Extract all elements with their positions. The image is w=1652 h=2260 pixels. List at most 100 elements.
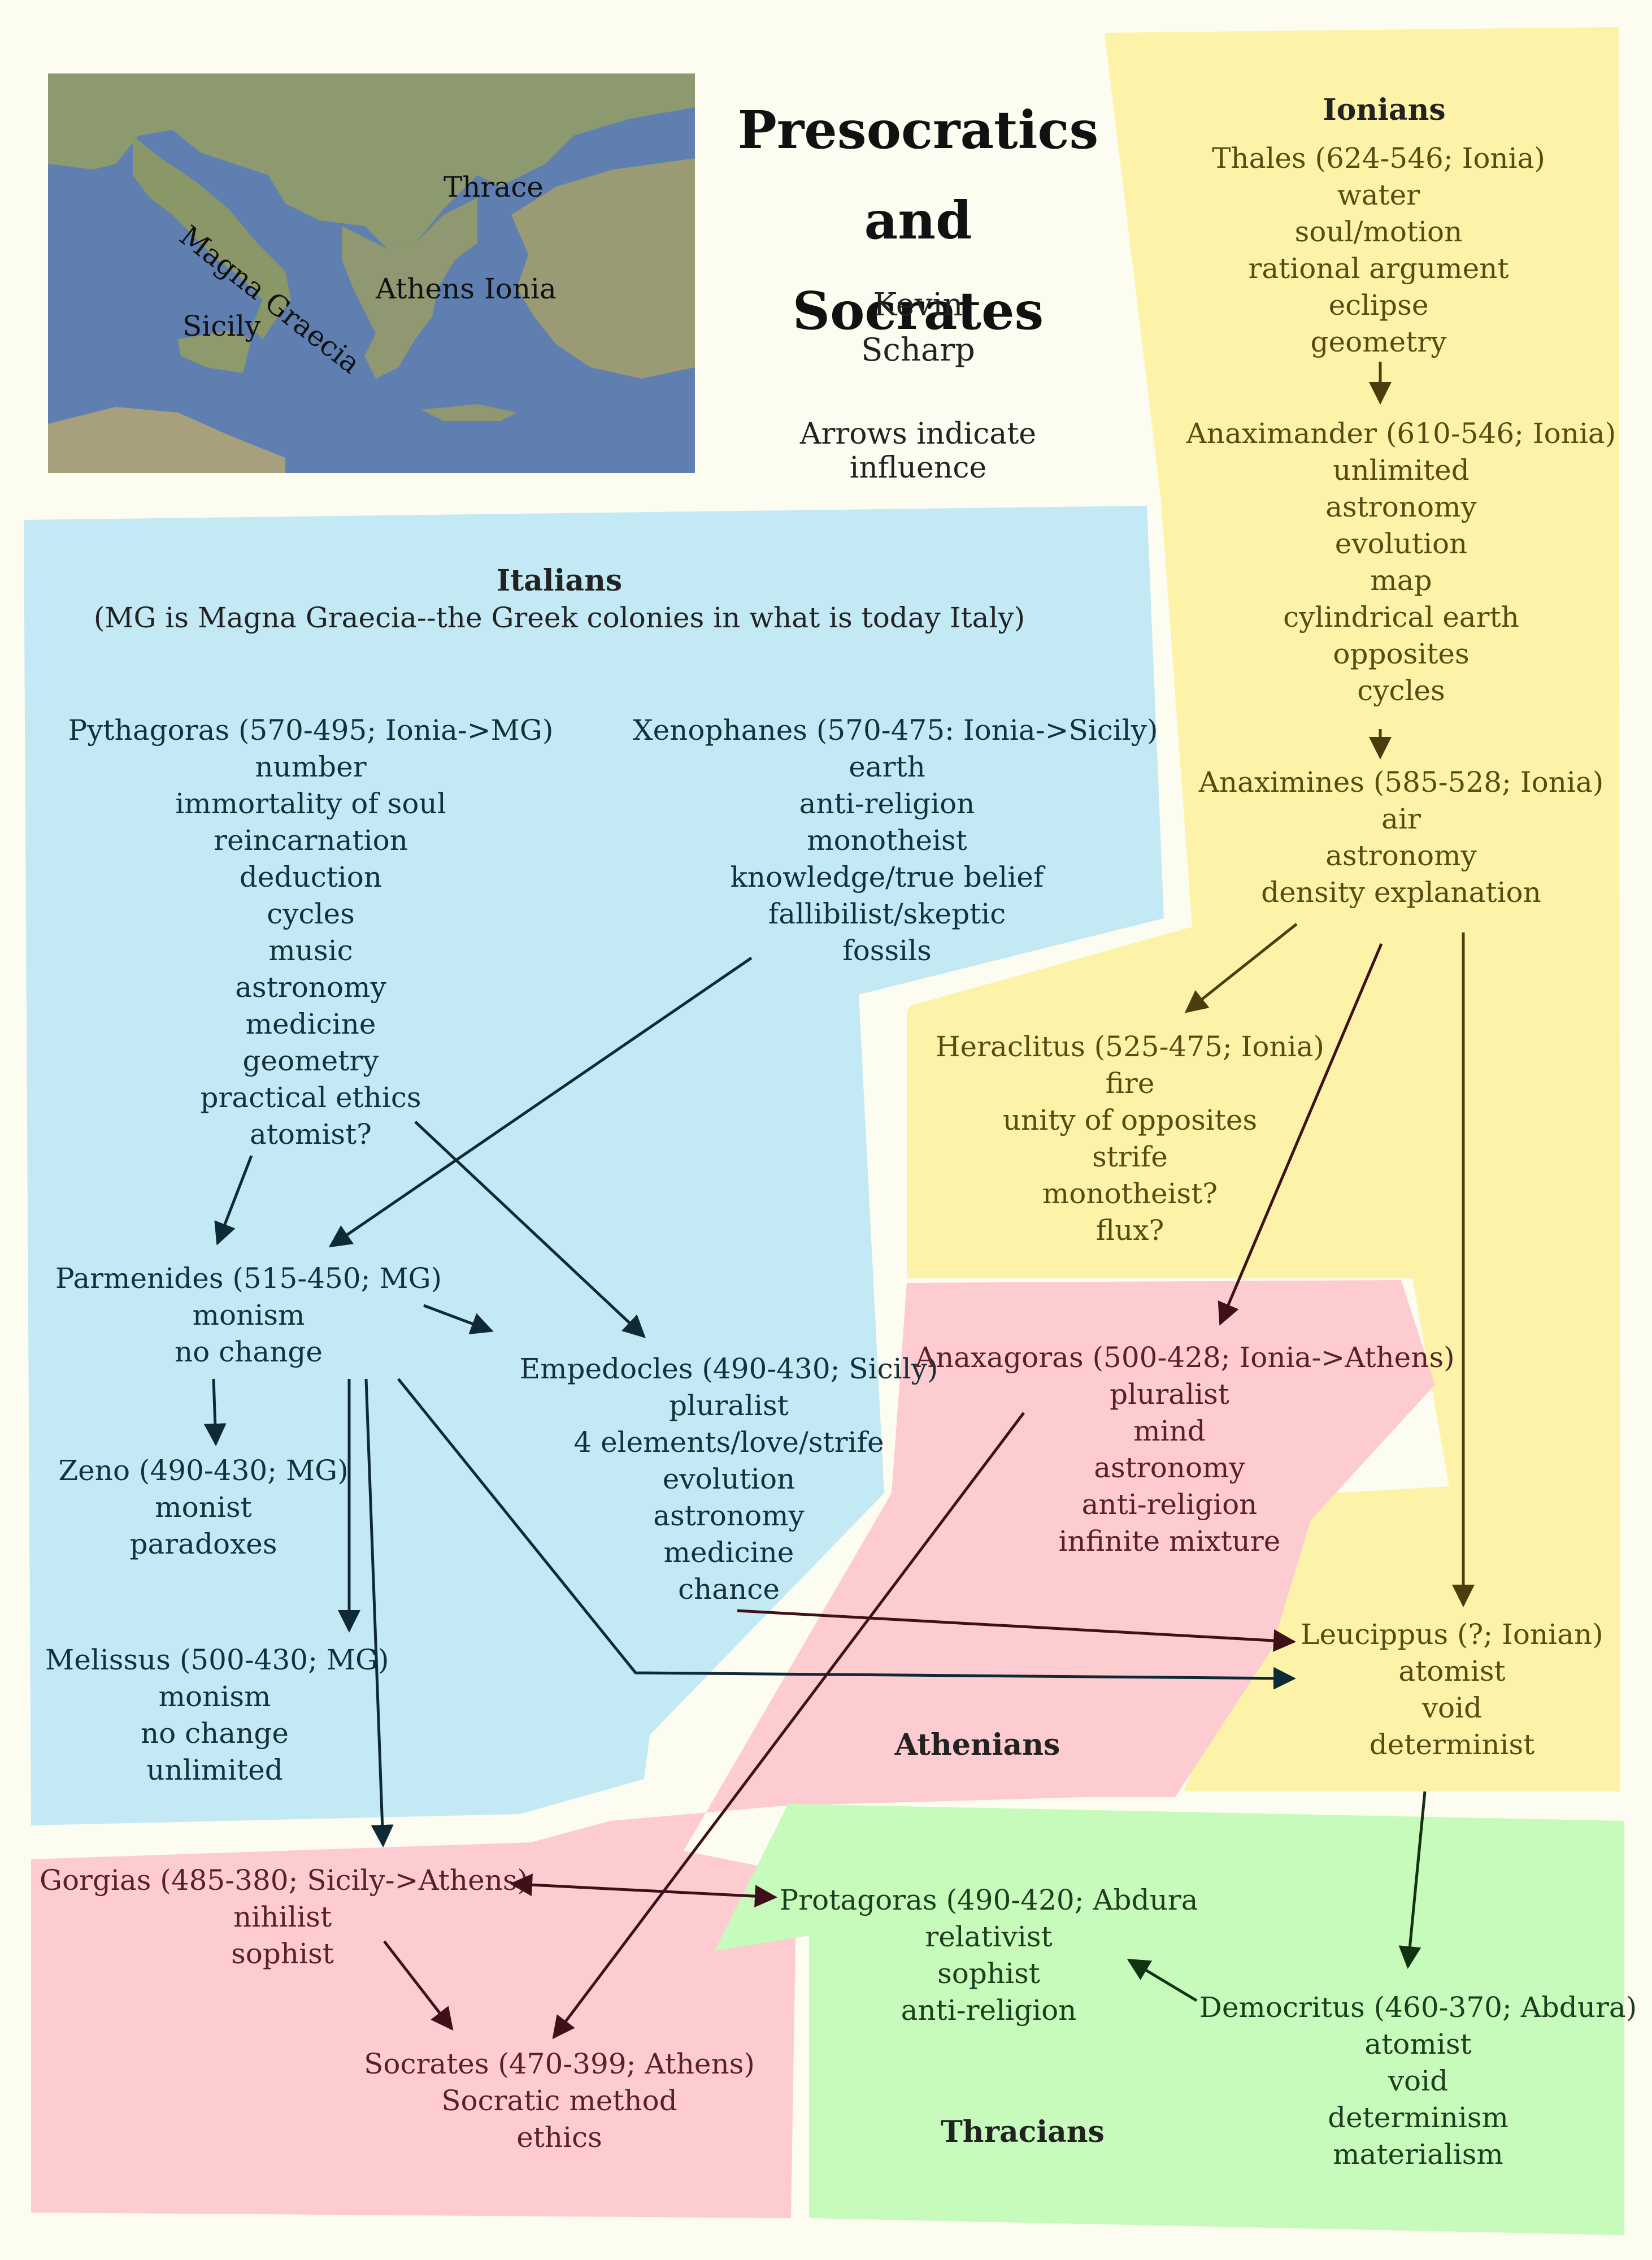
map-land-anatolia: [511, 158, 695, 379]
thales-trait: geometry: [1310, 326, 1447, 358]
node-anaxagoras: Anaxagoras (500-428; Ionia->Athens) plura…: [915, 1339, 1455, 1560]
pythagoras-trait: cycles: [267, 897, 355, 930]
empedocles-trait: astronomy: [653, 1499, 805, 1532]
anaxagoras-name: Anaxagoras (500-428; Ionia->Athens): [915, 1341, 1455, 1374]
empedocles-trait: chance: [678, 1573, 780, 1606]
xenophanes-trait: fossils: [842, 934, 932, 967]
arrow-democritus-to-protagoras: [1127, 1958, 1198, 2002]
pythagoras-trait: deduction: [239, 861, 382, 893]
pythagoras-trait: reincarnation: [214, 824, 408, 857]
zeno-trait: monist: [155, 1491, 252, 1524]
democritus-trait: determinism: [1328, 2101, 1508, 2134]
socrates-name: Socrates (470-399; Athens): [364, 2048, 755, 2080]
anaximenes-trait: astronomy: [1325, 839, 1477, 872]
anaximander-trait: cylindrical earth: [1283, 601, 1519, 634]
arrow-gorgias-to-socrates: [383, 1940, 454, 2031]
democritus-name: Democritus (460-370; Abdura): [1199, 1991, 1637, 2024]
anaximander-trait: opposites: [1333, 637, 1470, 670]
xenophanes-trait: anti-religion: [799, 787, 975, 820]
gorgias-trait: nihilist: [233, 1901, 332, 1933]
heraclitus-trait: fire: [1105, 1067, 1155, 1100]
map-image: [48, 73, 695, 473]
zeno-name: Zeno (490-430; MG): [58, 1454, 349, 1487]
arrow-anaximenes-to-anaxagoras: [1218, 943, 1383, 1326]
pythagoras-trait: geometry: [242, 1044, 379, 1077]
xenophanes-trait: knowledge/true belief: [730, 861, 1044, 893]
gorgias-trait: sophist: [231, 1937, 334, 1970]
leucippus-trait: determinist: [1369, 1728, 1535, 1761]
map-label-athens: Athens: [376, 272, 475, 305]
author-last-name: Scharp: [861, 332, 975, 368]
title-line-2: and Socrates: [792, 190, 1044, 341]
pythagoras-name: Pythagoras (570-495; Ionia->MG): [68, 714, 554, 747]
heraclitus-trait: flux?: [1095, 1214, 1164, 1247]
arrow-xenophanes-to-parmenides: [328, 956, 753, 1248]
map-land-greece: [342, 198, 477, 379]
page-title: Presocratics and Socrates: [734, 85, 1102, 356]
arrow-parmenides-to-gorgias: [364, 1378, 394, 1847]
pythagoras-trait: atomist?: [250, 1118, 372, 1151]
map-land-north: [48, 73, 695, 249]
region-label-athenians: Athenians: [894, 1728, 1060, 1762]
region-label-italians: Italians: [496, 563, 623, 598]
map-land-crete: [421, 404, 517, 421]
italians-region: [24, 506, 1164, 1825]
xenophanes-trait: monotheist: [807, 824, 967, 857]
anaxagoras-trait: astronomy: [1094, 1451, 1245, 1484]
empedocles-trait: pluralist: [669, 1389, 789, 1422]
anaxagoras-trait: pluralist: [1110, 1378, 1229, 1411]
parmenides-trait: no change: [174, 1335, 323, 1368]
democritus-trait: atomist: [1364, 2028, 1472, 2061]
arrow-pythagoras-to-parmenides: [214, 1155, 253, 1246]
anaximander-trait: astronomy: [1325, 491, 1477, 523]
region-label-thracians: Thracians: [941, 2115, 1105, 2149]
greece-map: Thrace Magna Graecia Athens Ionia Sicily: [48, 73, 695, 473]
arrow-gorgias-to-protagoras: [510, 1873, 777, 1908]
melissus-trait: unlimited: [146, 1754, 283, 1786]
map-label-sicily: Sicily: [182, 310, 261, 342]
anaximander-trait: unlimited: [1333, 454, 1470, 487]
heraclitus-trait: strife: [1092, 1140, 1168, 1173]
node-pythagoras: Pythagoras (570-495; Ionia->MG) number imm…: [45, 712, 576, 1153]
map-land-africa: [48, 407, 285, 473]
map-label-ionia: Ionia: [484, 272, 557, 305]
melissus-name: Melissus (500-430; MG): [45, 1643, 389, 1676]
pythagoras-trait: practical ethics: [200, 1081, 421, 1114]
arrow-leucippus-to-democritus: [1398, 1791, 1427, 1969]
pythagoras-trait: number: [255, 751, 367, 783]
thales-name: Thales (624-546; Ionia): [1212, 142, 1545, 175]
thracians-region: [715, 1804, 1624, 2235]
protagoras-trait: sophist: [937, 1957, 1040, 1990]
heraclitus-trait: unity of opposites: [1002, 1104, 1258, 1136]
node-thales: Thales (624-546; Ionia) water soul/motion r…: [1153, 140, 1605, 361]
leucippus-name: Leucippus (?; Ionian): [1301, 1618, 1603, 1651]
map-land-italy: [133, 136, 291, 339]
anaximenes-name: Anaximines (585-528; Ionia): [1198, 766, 1604, 799]
author-first-name: Kevin: [873, 287, 963, 323]
protagoras-trait: relativist: [925, 1920, 1053, 1953]
thales-trait: eclipse: [1328, 289, 1429, 322]
anaximander-trait: evolution: [1334, 527, 1468, 560]
empedocles-trait: 4 elements/love/strife: [573, 1426, 884, 1459]
thales-trait: soul/motion: [1294, 215, 1463, 248]
pythagoras-trait: astronomy: [235, 971, 386, 1004]
thales-trait: rational argument: [1248, 252, 1509, 285]
anaximander-trait: cycles: [1357, 674, 1445, 707]
italians-note: (MG is Magna Graecia--the Greek colonies…: [93, 601, 1025, 634]
anaxagoras-trait: mind: [1133, 1415, 1206, 1447]
gorgias-name: Gorgias (485-380; Sicily->Athens): [40, 1864, 529, 1897]
pythagoras-trait: medicine: [245, 1008, 376, 1040]
democritus-trait: void: [1388, 2064, 1449, 2097]
arrow-pythagoras-to-empedocles: [414, 1121, 646, 1338]
thales-trait: water: [1337, 179, 1420, 211]
leucippus-trait: atomist: [1398, 1655, 1506, 1688]
leucippus-trait: void: [1421, 1691, 1483, 1724]
pythagoras-trait: immortality of soul: [175, 787, 446, 820]
melissus-trait: no change: [140, 1717, 289, 1750]
